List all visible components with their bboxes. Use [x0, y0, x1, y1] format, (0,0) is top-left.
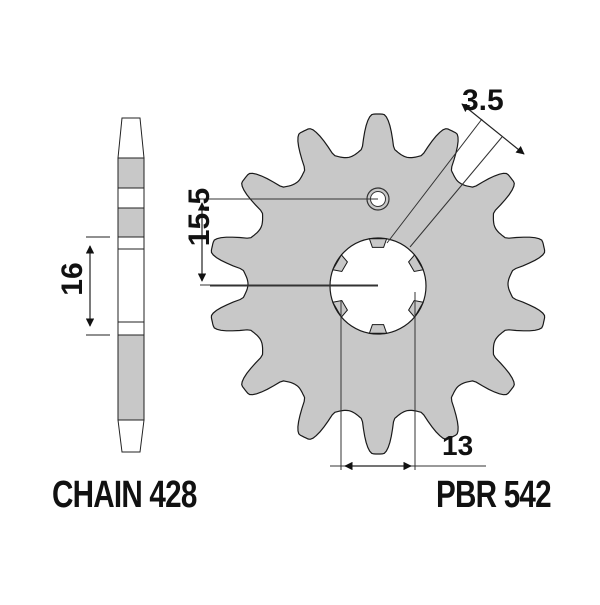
splined-bore: [210, 237, 427, 335]
dimension-hub-width: 16: [56, 262, 89, 296]
dim-hole-offset-lines: [197, 198, 378, 286]
part-number-label: PBR 542: [436, 474, 552, 516]
sprocket-side-view: [85, 117, 145, 453]
dimension-tooth-thickness: 3.5: [462, 84, 504, 117]
dimension-spline-width: 13: [442, 430, 474, 461]
chain-size-label: CHAIN 428: [52, 474, 197, 516]
dimension-hole-offset: 15.5: [183, 187, 216, 247]
dim-spline-width-lines: [330, 292, 486, 471]
dim-tooth-thickness-lines: [386, 103, 525, 248]
